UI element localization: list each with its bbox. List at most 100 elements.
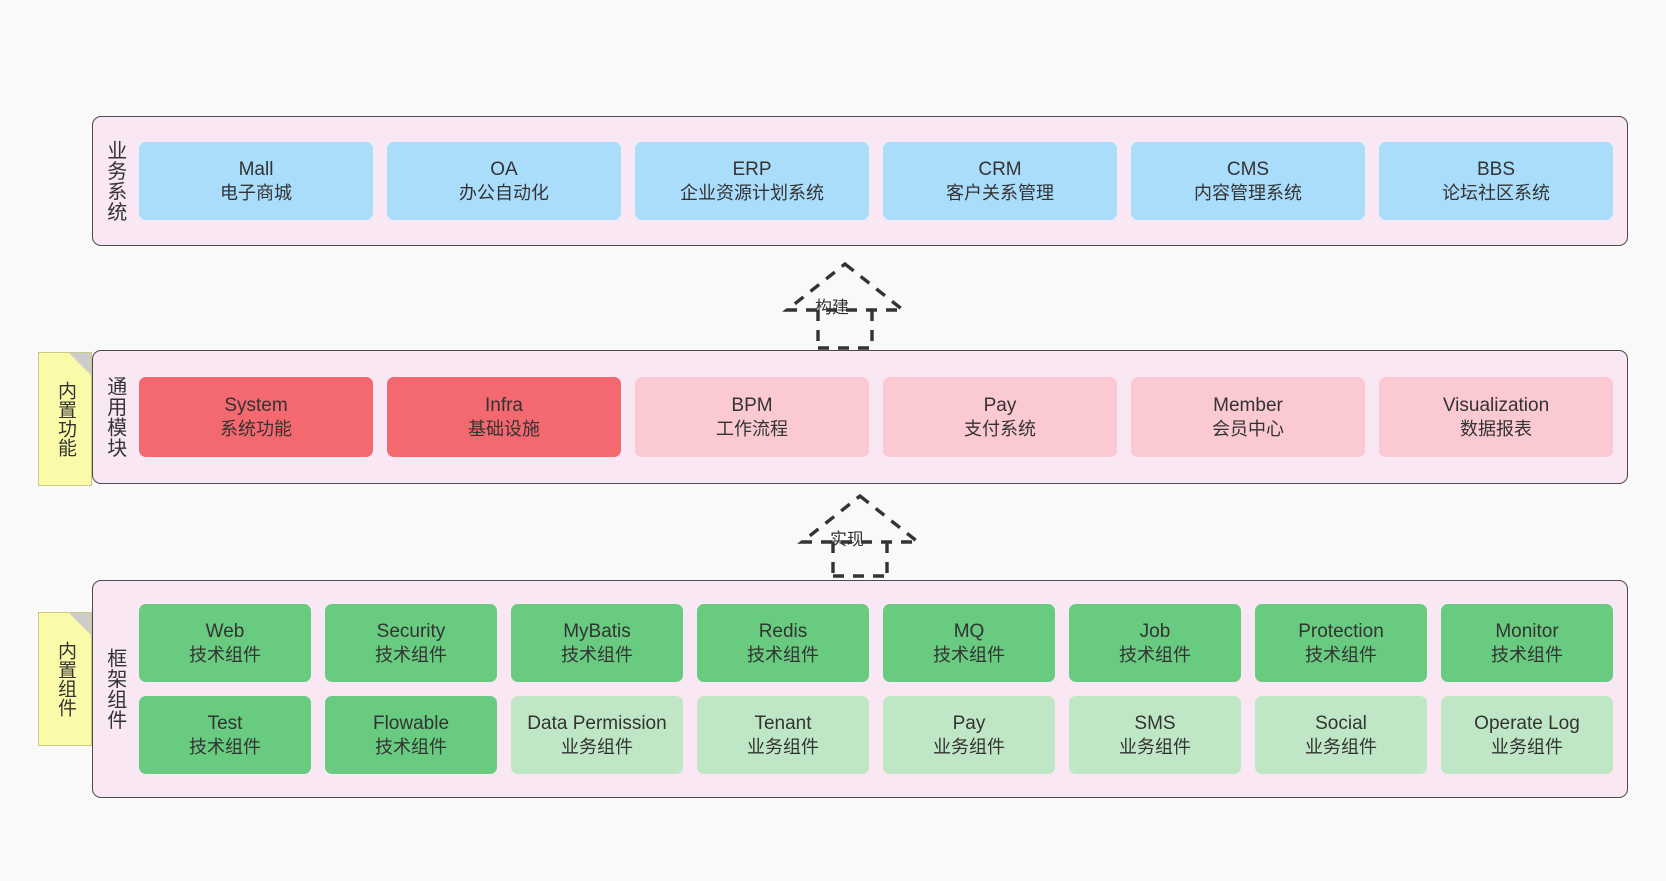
card-operate-log[interactable]: Operate Log 业务组件 <box>1441 696 1613 774</box>
card-oa[interactable]: OA 办公自动化 <box>387 142 621 220</box>
card-title: MQ <box>953 621 985 643</box>
card-title: CMS <box>1226 159 1270 181</box>
card-title: Data Permission <box>527 713 667 735</box>
card-title: Social <box>1315 713 1367 735</box>
card-subtitle: 业务组件 <box>561 736 633 757</box>
card-subtitle: 技术组件 <box>375 736 447 757</box>
card-data-permission[interactable]: Data Permission 业务组件 <box>511 696 683 774</box>
card-title: CRM <box>978 159 1022 181</box>
card-member[interactable]: Member 会员中心 <box>1131 377 1365 457</box>
card-mybatis[interactable]: MyBatis 技术组件 <box>511 604 683 682</box>
card-title: Member <box>1213 395 1283 417</box>
card-subtitle: 技术组件 <box>1491 644 1563 665</box>
layer-framework-components: 框架组件 Web 技术组件 Security 技术组件 MyBatis 技术组件… <box>92 580 1628 798</box>
card-subtitle: 企业资源计划系统 <box>680 182 824 203</box>
card-title: Pay <box>983 395 1017 417</box>
card-security[interactable]: Security 技术组件 <box>325 604 497 682</box>
connector-build-label: 构建 <box>815 298 849 317</box>
card-title: Redis <box>758 621 808 643</box>
card-title: Pay <box>952 713 986 735</box>
card-subtitle: 技术组件 <box>747 644 819 665</box>
card-title: Operate Log <box>1474 713 1580 735</box>
card-subtitle: 数据报表 <box>1460 418 1532 439</box>
card-row: System 系统功能 Infra 基础设施 BPM 工作流程 Pay 支付系统… <box>139 377 1613 457</box>
layer-business-systems-body: Mall 电子商城 OA 办公自动化 ERP 企业资源计划系统 CRM 客户关系… <box>135 117 1627 245</box>
card-subtitle: 支付系统 <box>964 418 1036 439</box>
card-row: Test 技术组件 Flowable 技术组件 Data Permission … <box>139 696 1613 774</box>
layer-common-modules-body: System 系统功能 Infra 基础设施 BPM 工作流程 Pay 支付系统… <box>135 351 1627 483</box>
card-subtitle: 技术组件 <box>1119 644 1191 665</box>
card-visualization[interactable]: Visualization 数据报表 <box>1379 377 1613 457</box>
card-pay-component[interactable]: Pay 业务组件 <box>883 696 1055 774</box>
card-title: Mall <box>238 159 274 181</box>
card-erp[interactable]: ERP 企业资源计划系统 <box>635 142 869 220</box>
layer-framework-components-label: 框架组件 <box>103 648 126 730</box>
card-bpm[interactable]: BPM 工作流程 <box>635 377 869 457</box>
card-title: Job <box>1139 621 1171 643</box>
card-title: Monitor <box>1495 621 1559 643</box>
layer-business-systems: 业务系统 Mall 电子商城 OA 办公自动化 ERP 企业资源计划系统 CRM… <box>92 116 1628 246</box>
card-subtitle: 办公自动化 <box>459 182 549 203</box>
card-title: BBS <box>1476 159 1516 181</box>
card-subtitle: 技术组件 <box>1305 644 1377 665</box>
card-title: Web <box>205 621 245 643</box>
card-system[interactable]: System 系统功能 <box>139 377 373 457</box>
card-monitor[interactable]: Monitor 技术组件 <box>1441 604 1613 682</box>
card-subtitle: 内容管理系统 <box>1194 182 1302 203</box>
layer-common-modules: 通用模块 System 系统功能 Infra 基础设施 BPM 工作流程 Pay… <box>92 350 1628 484</box>
card-subtitle: 技术组件 <box>375 644 447 665</box>
card-title: Infra <box>484 395 524 417</box>
card-subtitle: 业务组件 <box>1119 736 1191 757</box>
card-title: OA <box>490 159 518 181</box>
card-protection[interactable]: Protection 技术组件 <box>1255 604 1427 682</box>
card-title: SMS <box>1134 713 1176 735</box>
card-redis[interactable]: Redis 技术组件 <box>697 604 869 682</box>
card-tenant[interactable]: Tenant 业务组件 <box>697 696 869 774</box>
card-subtitle: 业务组件 <box>933 736 1005 757</box>
card-cms[interactable]: CMS 内容管理系统 <box>1131 142 1365 220</box>
card-title: BPM <box>731 395 773 417</box>
card-title: Visualization <box>1442 395 1550 417</box>
note-builtin-components: 内置组件 <box>38 612 92 746</box>
card-title: Security <box>376 621 446 643</box>
card-crm[interactable]: CRM 客户关系管理 <box>883 142 1117 220</box>
card-job[interactable]: Job 技术组件 <box>1069 604 1241 682</box>
card-infra[interactable]: Infra 基础设施 <box>387 377 621 457</box>
card-title: Flowable <box>372 713 450 735</box>
card-row: Web 技术组件 Security 技术组件 MyBatis 技术组件 Redi… <box>139 604 1613 682</box>
card-subtitle: 技术组件 <box>933 644 1005 665</box>
card-social[interactable]: Social 业务组件 <box>1255 696 1427 774</box>
card-subtitle: 技术组件 <box>189 736 261 757</box>
card-title: Protection <box>1298 621 1384 643</box>
card-subtitle: 论坛社区系统 <box>1442 182 1550 203</box>
connector-implement-label: 实现 <box>830 530 864 549</box>
card-subtitle: 电子商城 <box>220 182 292 203</box>
card-flowable[interactable]: Flowable 技术组件 <box>325 696 497 774</box>
note-text: 内置组件 <box>55 641 77 717</box>
card-subtitle: 业务组件 <box>1305 736 1377 757</box>
card-title: Tenant <box>754 713 812 735</box>
card-sms[interactable]: SMS 业务组件 <box>1069 696 1241 774</box>
note-builtin-features: 内置功能 <box>38 352 92 486</box>
card-subtitle: 系统功能 <box>220 418 292 439</box>
card-title: MyBatis <box>563 621 631 643</box>
card-bbs[interactable]: BBS 论坛社区系统 <box>1379 142 1613 220</box>
card-subtitle: 业务组件 <box>1491 736 1563 757</box>
layer-common-modules-label: 通用模块 <box>103 376 126 458</box>
card-pay[interactable]: Pay 支付系统 <box>883 377 1117 457</box>
card-test[interactable]: Test 技术组件 <box>139 696 311 774</box>
card-row: Mall 电子商城 OA 办公自动化 ERP 企业资源计划系统 CRM 客户关系… <box>139 142 1613 220</box>
card-subtitle: 技术组件 <box>561 644 633 665</box>
card-subtitle: 会员中心 <box>1212 418 1284 439</box>
layer-business-systems-label: 业务系统 <box>103 140 126 222</box>
card-title: Test <box>207 713 243 735</box>
card-mall[interactable]: Mall 电子商城 <box>139 142 373 220</box>
card-web[interactable]: Web 技术组件 <box>139 604 311 682</box>
card-subtitle: 业务组件 <box>747 736 819 757</box>
card-subtitle: 客户关系管理 <box>946 182 1054 203</box>
card-mq[interactable]: MQ 技术组件 <box>883 604 1055 682</box>
card-title: System <box>224 395 288 417</box>
note-text: 内置功能 <box>55 381 77 457</box>
layer-framework-components-body: Web 技术组件 Security 技术组件 MyBatis 技术组件 Redi… <box>135 581 1627 797</box>
